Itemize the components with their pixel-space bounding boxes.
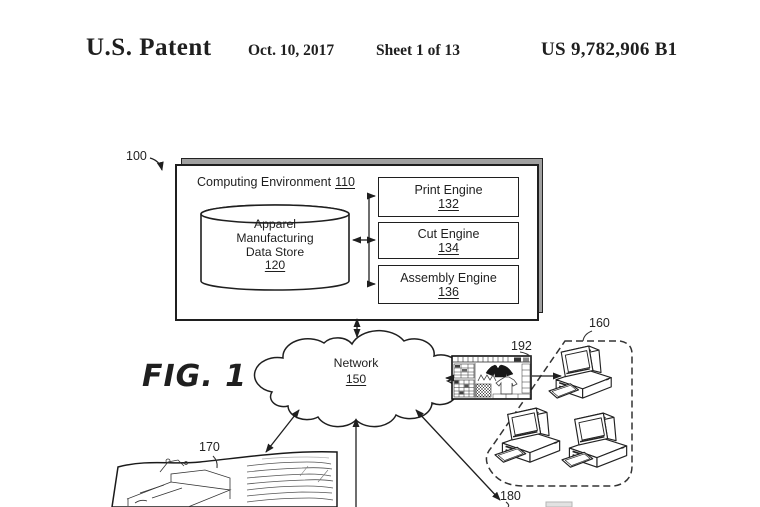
patent-header-number: US 9,782,906 B1 — [541, 39, 678, 60]
ref-170-label: 170 — [199, 440, 220, 454]
design-app-thumbnail — [451, 355, 532, 400]
cut-engine-box: Cut Engine 134 — [378, 222, 519, 259]
data-store-line: Manufacturing — [236, 230, 314, 245]
figure-number-label: FIG. 1 — [142, 359, 247, 394]
cut-engine-label: Cut Engine — [417, 226, 480, 241]
cut-engine-ref: 134 — [438, 240, 459, 255]
ref-100-label: 100 — [126, 149, 147, 163]
workstation-icon — [548, 345, 613, 399]
workstation-icon — [494, 407, 561, 464]
arrow-network-document — [265, 409, 300, 453]
workstation-icon — [561, 412, 628, 469]
ref-180-label: 180 — [500, 489, 521, 503]
patent-header-sheet: Sheet 1 of 13 — [376, 42, 460, 59]
print-engine-ref: 132 — [438, 197, 459, 211]
assembly-engine-label: Assembly Engine — [400, 270, 497, 285]
ref-160-label: 160 — [589, 316, 610, 330]
network-label: Network — [333, 356, 379, 370]
computing-environment-label: Computing Environment — [196, 175, 332, 189]
data-store-ref: 120 — [264, 258, 286, 273]
data-store-line: Data Store — [245, 244, 305, 259]
network-text: Network 150 — [306, 356, 406, 387]
workstations-region — [485, 330, 633, 487]
assembly-engine-ref: 136 — [438, 284, 459, 299]
ref-192-label: 192 — [511, 339, 532, 353]
patent-header-date: Oct. 10, 2017 — [248, 42, 335, 59]
data-store-text: Apparel Manufacturing Data Store 120 — [201, 217, 349, 273]
computing-environment-ref: 110 — [335, 175, 356, 189]
patent-header-title: U.S. Patent — [86, 34, 212, 61]
output-device-stub — [545, 501, 573, 507]
assembly-engine-box: Assembly Engine 136 — [378, 265, 519, 304]
data-store-line: Apparel — [253, 217, 296, 231]
pattern-document — [111, 450, 338, 507]
print-engine-label: Print Engine — [414, 183, 483, 197]
network-links — [265, 318, 501, 507]
arrow-network-output-device — [415, 409, 501, 501]
print-engine-box: Print Engine 132 — [378, 177, 519, 217]
system-ref-leader — [149, 157, 164, 171]
network-ref: 150 — [345, 371, 367, 386]
